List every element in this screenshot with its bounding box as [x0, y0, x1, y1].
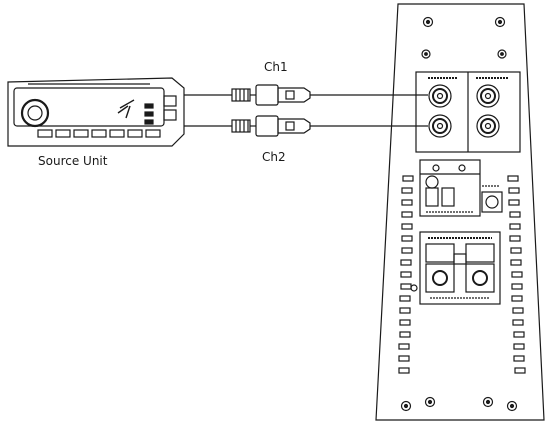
channel-1-label: Ch1 — [264, 60, 288, 74]
vent-slots-right — [507, 175, 526, 374]
vent-slots-left — [398, 175, 414, 374]
source-unit — [7, 77, 185, 147]
source-unit-label: Source Unit — [38, 154, 108, 168]
volume-knob — [20, 98, 50, 128]
rca-input-jacks — [415, 71, 521, 153]
preset-buttons — [37, 129, 161, 138]
power-input-terminals — [410, 231, 501, 305]
channel-2-label: Ch2 — [262, 150, 286, 164]
mount-screws-bottom — [400, 396, 518, 412]
rca-cable-ch2 — [184, 115, 428, 137]
mount-screws-top — [421, 16, 507, 59]
rca-cable-ch1 — [184, 84, 428, 106]
amplifier-panel — [375, 3, 545, 421]
controls-block — [419, 159, 503, 217]
side-buttons — [144, 103, 154, 125]
